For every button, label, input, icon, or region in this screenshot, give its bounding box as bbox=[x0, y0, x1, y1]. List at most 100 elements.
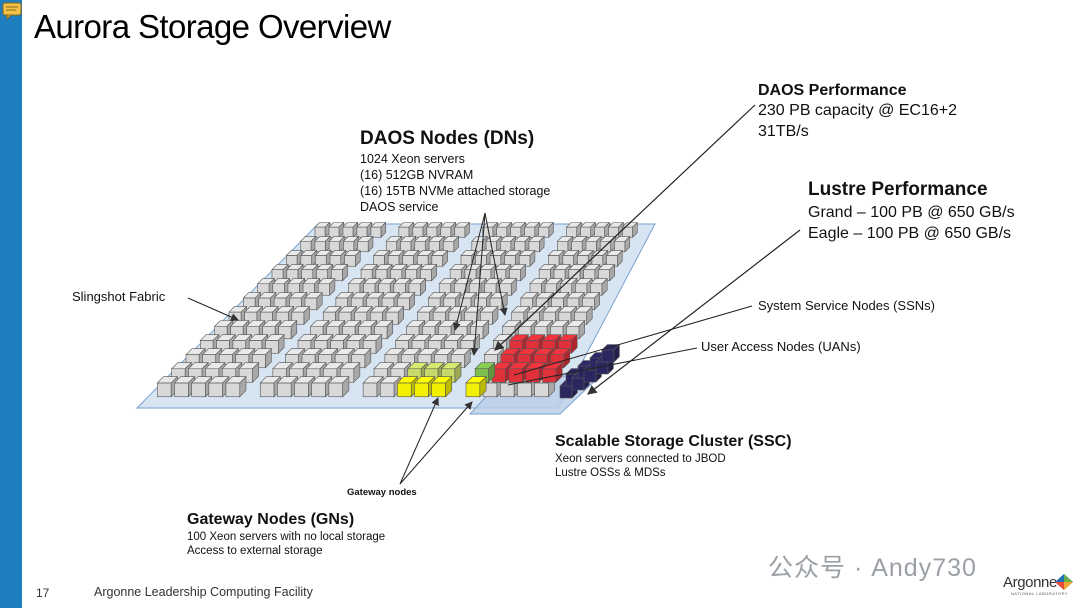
compute-node-cube bbox=[427, 333, 448, 354]
ssc-heading: Scalable Storage Cluster (SSC) bbox=[555, 433, 792, 450]
argonne-logo-subtext: NATIONAL LABORATORY bbox=[1011, 591, 1069, 596]
compute-node-cube bbox=[509, 221, 527, 238]
compute-node-cube bbox=[387, 249, 405, 267]
compute-node-cube bbox=[556, 235, 574, 253]
compute-node-cube bbox=[481, 221, 499, 238]
compute-node-cube bbox=[426, 221, 443, 238]
compute-node-cube bbox=[328, 375, 350, 398]
compute-node-cube bbox=[416, 249, 434, 267]
compute-node-cube bbox=[419, 263, 438, 282]
compute-node-cube bbox=[300, 263, 319, 282]
compute-node-cube bbox=[285, 249, 303, 267]
compute-node-cube bbox=[299, 235, 317, 253]
compute-node-cube bbox=[385, 235, 403, 253]
daos-nodes-line: (16) 15TB NVMe attached storage bbox=[360, 184, 551, 198]
daos-performance-line1: 230 PB capacity @ EC16+2 bbox=[758, 102, 958, 119]
lustre-performance-line1: Grand – 100 PB @ 650 GB/s bbox=[808, 204, 1015, 221]
compute-node-cube bbox=[528, 235, 545, 253]
compute-node-cube bbox=[362, 375, 384, 398]
compute-node-cube bbox=[589, 277, 608, 296]
compute-node-cube bbox=[576, 249, 594, 267]
compute-node-cube bbox=[428, 235, 445, 253]
ssn-label: System Service Nodes (SSNs) bbox=[758, 298, 935, 313]
compute-node-cube bbox=[593, 221, 610, 238]
compute-node-cube bbox=[402, 249, 420, 267]
compute-node-cube bbox=[314, 235, 331, 253]
compute-node-cube bbox=[272, 277, 291, 296]
gateway-node-cube bbox=[465, 375, 487, 398]
compute-node-cube bbox=[399, 235, 417, 253]
compute-node-cube bbox=[273, 291, 293, 311]
compute-node-cube bbox=[499, 277, 518, 296]
daos-performance-line2: 31TB/s bbox=[758, 123, 809, 140]
ssc-line: Lustre OSSs & MDSs bbox=[555, 467, 666, 479]
compute-node-cube bbox=[356, 221, 373, 238]
compute-node-cube bbox=[314, 221, 331, 238]
compute-node-cube bbox=[328, 235, 346, 253]
daos-nodes-line: 1024 Xeon servers bbox=[360, 152, 465, 166]
compute-node-cube bbox=[503, 249, 522, 267]
compute-node-cube bbox=[579, 221, 597, 238]
gn-arrow-2 bbox=[399, 401, 473, 485]
ssc-line: Xeon servers connected to JBOD bbox=[555, 453, 726, 465]
uan-label: User Access Nodes (UANs) bbox=[701, 339, 861, 354]
compute-node-cube bbox=[329, 249, 347, 267]
compute-node-cube bbox=[471, 235, 488, 253]
compute-node-cube bbox=[328, 221, 345, 238]
compute-node-cube bbox=[412, 221, 429, 238]
compute-node-cube bbox=[553, 263, 571, 282]
compute-node-cube bbox=[343, 249, 361, 267]
compute-node-cube bbox=[513, 235, 531, 253]
compute-node-cube bbox=[208, 375, 230, 398]
daos-node-cube bbox=[491, 361, 513, 383]
dn-arrow-1 bbox=[452, 212, 486, 331]
watermark-text: 公众号 · Andy730 bbox=[768, 554, 977, 582]
gn-arrow-1 bbox=[399, 397, 439, 485]
compute-node-cube bbox=[485, 235, 503, 253]
compute-node-cube bbox=[225, 375, 247, 398]
compute-node-cube bbox=[291, 305, 311, 325]
compute-node-cube bbox=[495, 221, 513, 238]
daos-nodes-line: DAOS service bbox=[360, 200, 439, 214]
lustre-performance-heading: Lustre Performance bbox=[808, 179, 988, 200]
compute-node-cube bbox=[585, 235, 602, 253]
compute-node-cube bbox=[330, 263, 349, 282]
gateway-nodes-heading: Gateway Nodes (GNs) bbox=[187, 511, 355, 528]
compute-node-cube bbox=[372, 249, 391, 267]
slide-title: Aurora Storage Overview bbox=[34, 8, 391, 45]
compute-node-cube bbox=[440, 221, 457, 238]
compute-node-cube bbox=[574, 277, 593, 296]
compute-node-cube bbox=[317, 277, 336, 296]
daos-node-cluster bbox=[491, 333, 578, 383]
compute-node-cube bbox=[581, 291, 601, 311]
argonne-logo-icon bbox=[1055, 574, 1073, 590]
compute-node-cube bbox=[396, 291, 416, 311]
slingshot-fabric-label: Slingshot Fabric bbox=[72, 289, 166, 304]
comment-icon[interactable] bbox=[2, 2, 22, 20]
compute-node-cube bbox=[398, 221, 415, 238]
left-accent-bar bbox=[0, 0, 22, 608]
compute-node-cube bbox=[315, 263, 334, 282]
compute-node-cube bbox=[562, 249, 580, 267]
lustre-perf-arrow bbox=[587, 229, 801, 395]
compute-node-cube bbox=[342, 235, 360, 253]
compute-node-cube bbox=[173, 375, 196, 398]
ssn-line bbox=[513, 305, 753, 376]
compute-node-cube bbox=[591, 249, 609, 267]
gateway-nodes-line: Access to external storage bbox=[187, 545, 323, 557]
daos-nodes-heading: DAOS Nodes (DNs) bbox=[360, 128, 535, 149]
compute-node-cube bbox=[605, 249, 623, 267]
uan-line bbox=[507, 347, 698, 386]
compute-node-cube bbox=[286, 263, 304, 282]
compute-node-cube bbox=[156, 375, 179, 398]
compute-node-cube bbox=[479, 305, 499, 325]
compute-node-cube bbox=[469, 319, 490, 340]
compute-node-cube bbox=[300, 249, 318, 267]
daos-perf-arrow bbox=[494, 104, 756, 351]
compute-node-cube bbox=[450, 347, 471, 369]
compute-node-cube bbox=[393, 277, 412, 296]
compute-node-cube bbox=[442, 235, 460, 253]
compute-node-cube bbox=[304, 291, 323, 311]
compute-node-cube bbox=[570, 235, 588, 253]
